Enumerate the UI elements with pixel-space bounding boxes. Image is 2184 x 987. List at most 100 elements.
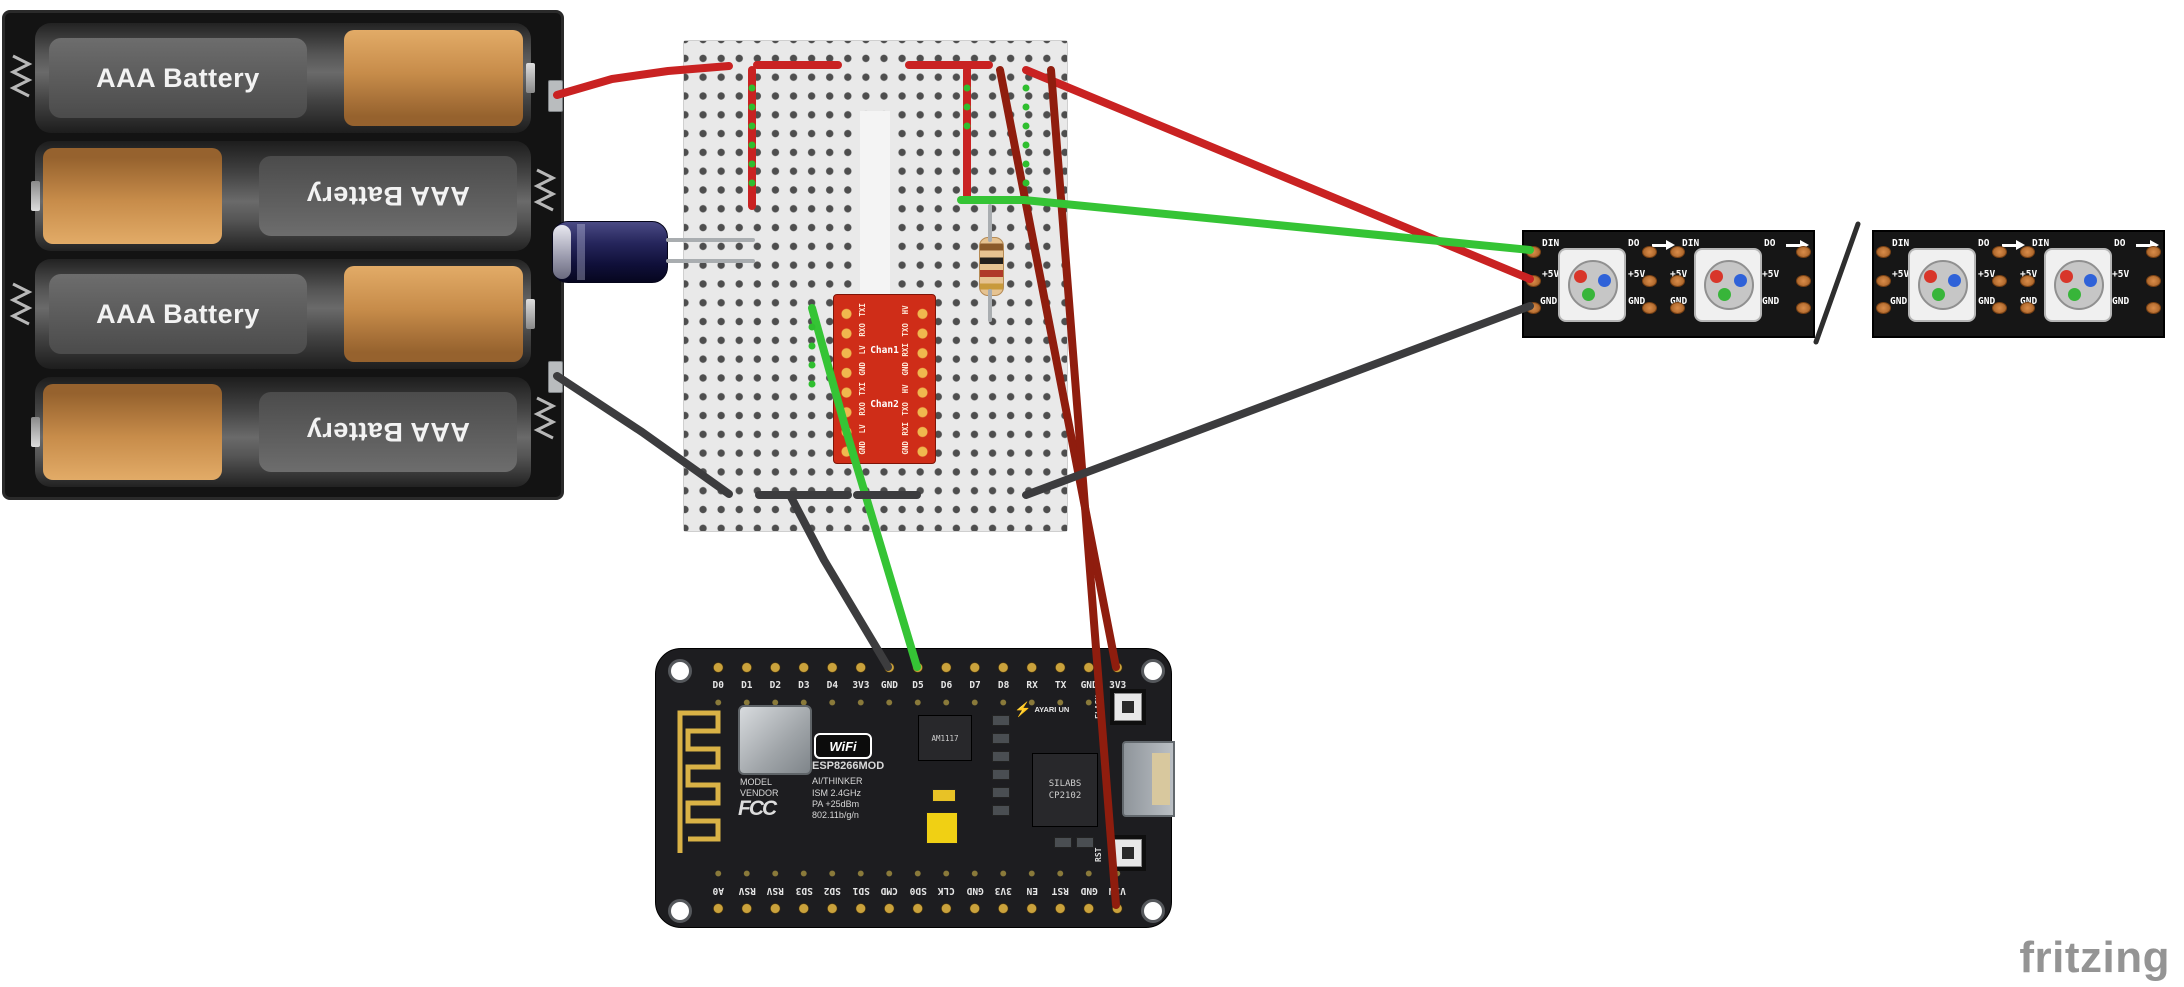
solder-pad: [1670, 246, 1685, 258]
green-die: [1582, 288, 1595, 301]
solder-pad: [1992, 302, 2007, 314]
mounting-hole: [668, 659, 692, 683]
vendor-label: VENDOR: [740, 788, 779, 798]
solder-pad: [1796, 302, 1811, 314]
badge-text: AYARI UN: [1034, 705, 1070, 714]
solder-pad: [1670, 275, 1685, 287]
green-die: [1932, 288, 1945, 301]
reset-button[interactable]: [1110, 835, 1146, 871]
shifter-pin-label: TXO: [901, 322, 911, 337]
red-die: [1924, 270, 1937, 283]
pin-label: D7: [969, 680, 981, 691]
reset-button-label: RST: [1094, 847, 1103, 863]
wire-5v-to-strip[interactable]: [1022, 66, 1534, 283]
smd-part: [992, 715, 1010, 726]
power-label: +5V: [1670, 269, 1687, 280]
pin-label: RX: [1026, 680, 1038, 691]
lightning-icon: ⚡: [1014, 701, 1032, 717]
ws2812-strip-1[interactable]: DIN DO DIN DO +5V +5V +5V +5V GND GND GN…: [1522, 230, 1815, 338]
ground-label: GND: [2020, 296, 2037, 307]
blue-die: [1948, 274, 1961, 287]
flash-button[interactable]: [1110, 689, 1146, 725]
battery-cell: AAA Battery: [35, 23, 535, 133]
shifter-pin-label: TXI: [858, 303, 868, 317]
ws2812-strip-2[interactable]: DIN DO DIN DO +5V +5V +5V +5V GND GND GN…: [1872, 230, 2165, 338]
usb-connector: [1122, 741, 1175, 817]
red-die: [2060, 270, 2073, 283]
battery-label: AAA Battery: [49, 38, 307, 118]
power-label: +5V: [1978, 269, 1996, 280]
wifi-standard-label: 802.11b/g/n: [812, 810, 859, 820]
blue-die: [2084, 274, 2097, 287]
lightning-badge: ⚡ AYARI UN: [1014, 701, 1069, 718]
wire-data-to-strip[interactable]: [1020, 196, 1534, 254]
solder-pad: [1876, 275, 1891, 287]
wire-gnd-to-strip[interactable]: [1022, 302, 1534, 499]
top-pin-header[interactable]: [704, 659, 1132, 676]
smd-led-yellow: [932, 789, 956, 802]
battery-copper-section: [344, 30, 523, 126]
ws2812-led: [1694, 248, 1762, 322]
pin-label: D4: [826, 680, 839, 691]
bottom-inner-pads: [704, 869, 1132, 878]
shifter-right-pads: [914, 300, 931, 458]
green-die: [1718, 288, 1731, 301]
din-label: DIN: [2032, 238, 2050, 249]
battery-holder-4xAAA[interactable]: AAA Battery AAA Battery AAA Battery AAA …: [2, 10, 564, 500]
pin-label: SD3: [795, 885, 813, 896]
dout-label: DO: [2114, 238, 2126, 249]
pin-label: GND: [1080, 885, 1098, 896]
pin-label: A0: [712, 885, 724, 896]
pcb-antenna: [677, 710, 721, 853]
solder-pad: [1642, 275, 1657, 287]
led-lens: [1918, 260, 1968, 310]
resistor[interactable]: [979, 237, 1004, 296]
solder-pad: [1642, 246, 1657, 258]
ws2812-led: [1558, 248, 1626, 322]
led-lens: [2054, 260, 2104, 310]
battery-negative-contact: [548, 361, 563, 393]
solder-pad: [1992, 246, 2007, 258]
pin-label: GND: [880, 680, 899, 691]
battery-positive-tip: [526, 299, 535, 329]
pin-label: D3: [798, 680, 810, 691]
blue-die: [1598, 274, 1611, 287]
shifter-pin-label: RXO: [858, 322, 868, 337]
solder-pad: [1642, 302, 1657, 314]
dout-arrow-icon: [1786, 240, 1810, 250]
breadboard-center-channel: [860, 111, 890, 309]
ws2812-led: [1908, 248, 1976, 322]
pin-label: GND: [966, 885, 984, 896]
solder-pad: [1526, 275, 1541, 287]
battery-positive-contact: [548, 80, 563, 112]
pin-label: D8: [997, 680, 1010, 691]
flash-button-label: FLASH: [1094, 694, 1103, 720]
ground-label: GND: [1628, 296, 1646, 307]
pin-label: CLK: [937, 885, 956, 896]
solder-pad: [2146, 275, 2161, 287]
usb-chip-brand: SILABS: [1048, 779, 1082, 789]
ground-label: GND: [1762, 296, 1780, 307]
ground-label: GND: [1540, 296, 1558, 307]
bottom-pin-header[interactable]: [704, 900, 1132, 917]
shifter-pin-label: TXI: [858, 382, 868, 396]
mounting-hole: [1141, 899, 1165, 923]
mounting-hole: [668, 899, 692, 923]
pin-label: SD0: [909, 885, 927, 896]
pin-label: D6: [940, 680, 953, 691]
solder-pad: [1526, 246, 1541, 258]
blue-die: [1734, 274, 1747, 287]
mounting-hole: [1141, 659, 1165, 683]
electrolytic-capacitor[interactable]: [552, 221, 668, 283]
pin-label: 3V3: [852, 680, 870, 691]
pin-label: RSV: [766, 885, 784, 896]
dout-label: DO: [1764, 238, 1776, 249]
pin-label: VIN: [1109, 885, 1127, 896]
usb-serial-chip-cp2102: SILABS CP2102: [1032, 753, 1098, 827]
green-die: [2068, 288, 2081, 301]
din-label: DIN: [1682, 238, 1700, 249]
